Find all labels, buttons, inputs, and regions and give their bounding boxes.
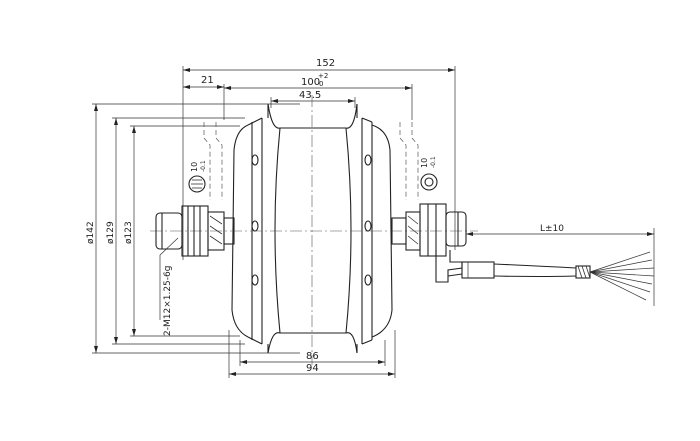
dim-dia-inner-label: ø123 xyxy=(124,221,134,244)
dim-hub-width-tol-upper: +2 xyxy=(318,72,328,80)
motor-body xyxy=(150,95,478,365)
dim-overall-width: 152 xyxy=(182,58,456,260)
right-axle xyxy=(391,203,467,257)
dim-86-label: 86 xyxy=(306,351,319,362)
dim-hub-width: 100 +2 0 xyxy=(224,72,413,120)
dim-diameters: ø142 ø129 ø123 xyxy=(86,103,300,354)
thread-label: 2-M12×1.25-6g xyxy=(163,266,173,336)
thread-callout: 2-M12×1.25-6g xyxy=(159,237,179,336)
dim-flange-offset: 21 xyxy=(183,75,225,120)
slot-left-tol: -0.1 xyxy=(200,160,207,172)
left-axle xyxy=(155,205,235,257)
cable-length-label: L±10 xyxy=(540,224,564,234)
motor-cable: L±10 xyxy=(435,224,655,306)
dim-flange-offset-label: 21 xyxy=(201,75,214,86)
slot-left-label: 10 xyxy=(190,162,199,172)
dim-dia-outer-label: ø142 xyxy=(86,221,96,244)
dim-bottom: 86 94 xyxy=(228,330,396,378)
dropout-slots: 10 -0.1 10 -0.1 xyxy=(188,122,438,200)
dim-rim-width-label: 43.5 xyxy=(299,90,321,101)
dim-94-label: 94 xyxy=(306,363,319,374)
dim-rim-width: 43.5 xyxy=(270,90,356,108)
dim-hub-width-tol-lower: 0 xyxy=(319,80,323,88)
dim-overall-width-label: 152 xyxy=(316,58,335,69)
slot-right-tol: -0.1 xyxy=(430,156,437,168)
slot-right-label: 10 xyxy=(420,158,429,168)
dim-dia-middle-label: ø129 xyxy=(106,221,116,244)
dim-hub-width-label: 100 xyxy=(301,77,320,88)
